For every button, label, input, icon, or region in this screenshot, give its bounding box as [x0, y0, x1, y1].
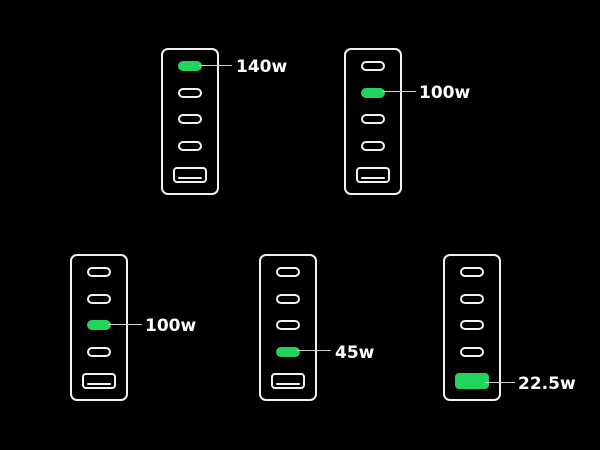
usb-c-port-2	[178, 88, 202, 98]
charger-5	[443, 254, 501, 401]
leader-line-4	[297, 350, 331, 351]
usb-c-port-3	[178, 114, 202, 124]
usb-a-port-active	[455, 373, 489, 389]
usb-c-port-3	[361, 114, 385, 124]
watt-label-5: 22.5w	[518, 374, 576, 394]
charger-2	[344, 48, 402, 195]
usb-c-port-4	[178, 141, 202, 151]
usb-a-port	[82, 373, 116, 389]
usb-a-port	[356, 167, 390, 183]
usb-c-port-1-active	[178, 61, 202, 71]
watt-label-2: 100w	[419, 83, 471, 103]
usb-c-port-4	[87, 347, 111, 357]
usb-c-port-2	[87, 294, 111, 304]
leader-line-5	[485, 382, 515, 383]
watt-label-3: 100w	[145, 316, 197, 336]
charger-3	[70, 254, 128, 401]
watt-label-1: 140w	[236, 57, 288, 77]
charger-4	[259, 254, 317, 401]
usb-c-port-4-active	[276, 347, 300, 357]
usb-c-port-2	[460, 294, 484, 304]
usb-a-port	[271, 373, 305, 389]
usb-c-port-4	[361, 141, 385, 151]
usb-c-port-3-active	[87, 320, 111, 330]
usb-c-port-2	[276, 294, 300, 304]
usb-c-port-4	[460, 347, 484, 357]
watt-label-4: 45w	[335, 343, 375, 363]
leader-line-1	[199, 65, 232, 66]
leader-line-3	[108, 324, 142, 325]
charger-1	[161, 48, 219, 195]
usb-c-port-2-active	[361, 88, 385, 98]
usb-c-port-3	[276, 320, 300, 330]
leader-line-2	[382, 91, 416, 92]
usb-c-port-3	[460, 320, 484, 330]
usb-a-port	[173, 167, 207, 183]
usb-c-port-1	[460, 267, 484, 277]
usb-c-port-1	[276, 267, 300, 277]
usb-c-port-1	[361, 61, 385, 71]
usb-c-port-1	[87, 267, 111, 277]
